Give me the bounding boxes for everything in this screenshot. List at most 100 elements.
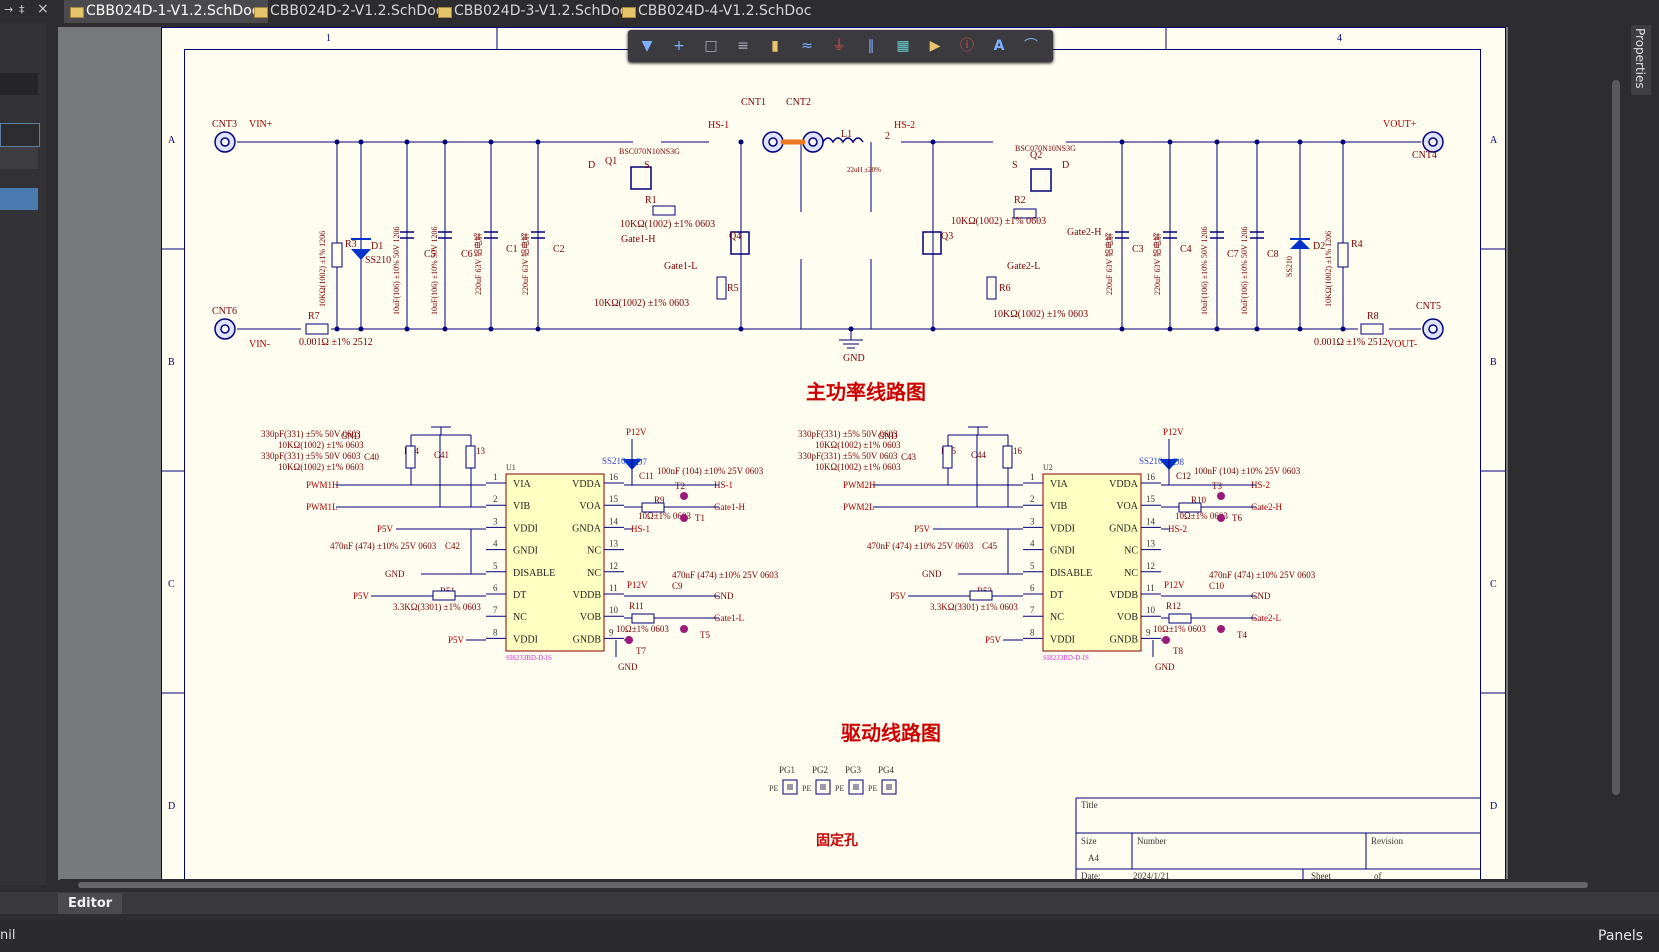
text-icon[interactable]: A	[993, 38, 1005, 54]
zone-row-A: A	[168, 135, 176, 146]
label-c3: C3	[1132, 244, 1144, 255]
ic-pin-name: NC	[1050, 612, 1064, 623]
resistor[interactable]	[969, 590, 993, 601]
label-cap: C44	[971, 450, 987, 460]
testpoint[interactable]	[1217, 492, 1225, 500]
resistor-r4[interactable]	[1337, 242, 1349, 268]
ic-body[interactable]	[1042, 473, 1142, 652]
mosfets[interactable]	[630, 166, 1052, 255]
ic-pin-number: 16	[609, 472, 619, 482]
arc-icon[interactable]: ⌒	[1024, 38, 1038, 54]
left-panel-item[interactable]	[0, 147, 38, 169]
capacitor-bank-left[interactable]	[400, 231, 545, 239]
tab-schdoc-2[interactable]: CBB024D-2-V1.2.SchDoc	[248, 0, 450, 23]
label-gnd: GND	[618, 662, 638, 672]
ic-pin-name: DISABLE	[1050, 568, 1092, 579]
directive-icon[interactable]: ⓘ	[960, 38, 974, 54]
netlabel-p5v: P5V	[985, 635, 1002, 645]
tab-schdoc-3[interactable]: CBB024D-3-V1.2.SchDoc	[432, 0, 634, 23]
schdoc-file-icon	[438, 7, 452, 18]
resistor-r5[interactable]	[716, 276, 727, 300]
cross-icon[interactable]: +	[673, 38, 685, 54]
title-block-revision: Revision	[1371, 836, 1404, 846]
label-res-10r: 10Ω±1% 0603	[616, 624, 669, 634]
schematic-sheet[interactable]: 1 4 A B C D A B C D	[161, 27, 1506, 880]
testpoint[interactable]	[1217, 514, 1225, 522]
wire-icon[interactable]: ≈	[801, 38, 813, 54]
resistor-r3[interactable]	[331, 242, 343, 268]
left-panel-search[interactable]	[0, 73, 38, 95]
ic-pin-number: 12	[1146, 561, 1155, 571]
resistor-r6[interactable]	[986, 276, 997, 300]
connectors[interactable]	[214, 131, 1444, 340]
panel-float-icon[interactable]: →	[4, 3, 14, 16]
netlabel-gate1h: Gate1-H	[621, 234, 655, 245]
panel-pin-icon[interactable]: ‡	[19, 3, 25, 16]
properties-panel-tab[interactable]	[1631, 25, 1651, 95]
label-res-10k: 10KΩ(1002) ±1% 0603	[815, 440, 901, 450]
testpoint[interactable]	[1162, 636, 1170, 644]
title-block-size: Size	[1081, 836, 1097, 846]
align-icon[interactable]: ≡	[737, 38, 749, 54]
label-d1: D1	[371, 241, 383, 252]
left-panel-item[interactable]	[0, 123, 40, 147]
ic-pin-name: VDDA	[572, 479, 602, 490]
editor-tab[interactable]: Editor	[58, 893, 123, 914]
resistor[interactable]	[631, 613, 655, 624]
select-rect-icon[interactable]: □	[704, 38, 718, 54]
tab-schdoc-4[interactable]: CBB024D-4-V1.2.SchDoc	[616, 0, 818, 23]
label-r3: R3	[345, 239, 357, 250]
inductor-l1[interactable]	[822, 137, 864, 144]
label-cnt6: CNT6	[212, 306, 237, 317]
panels-button[interactable]: Panels	[1598, 928, 1644, 944]
resistor[interactable]	[465, 445, 476, 469]
label-r2: R2	[1014, 195, 1026, 206]
port-icon[interactable]: ▶	[929, 38, 941, 54]
resistor[interactable]	[1168, 613, 1192, 624]
resistor[interactable]	[641, 502, 665, 513]
diode-d1[interactable]	[351, 238, 371, 260]
ic-pin-name: GNDB	[1110, 634, 1139, 645]
label-cap-470n: 470nF (474) ±10% 25V 0603	[867, 541, 974, 551]
testpoint[interactable]	[680, 514, 688, 522]
zone-row-A-right: A	[1490, 135, 1498, 146]
properties-tab-label[interactable]: Properties	[1633, 28, 1647, 89]
testpoint[interactable]	[680, 492, 688, 500]
resistor-r1[interactable]	[652, 205, 676, 216]
capacitor-bank-right[interactable]	[1115, 231, 1264, 239]
testpoint[interactable]	[625, 636, 633, 644]
resistor-r8[interactable]	[1360, 323, 1384, 335]
label-cap-330p: 330pF(331) ±5% 50V 0603	[798, 429, 898, 439]
testpoint[interactable]	[680, 625, 688, 633]
left-panel-item-selected[interactable]	[0, 188, 38, 210]
resistor[interactable]	[1002, 445, 1013, 469]
resistor[interactable]	[405, 445, 416, 469]
testpoint[interactable]	[1217, 625, 1225, 633]
sheet-symbol-icon[interactable]: ▦	[896, 38, 910, 54]
vertical-scroll-thumb[interactable]	[1612, 80, 1620, 795]
label-cap: C11	[639, 471, 654, 481]
power-port-icon[interactable]: ⏚	[832, 38, 846, 54]
diode-d2[interactable]	[1290, 238, 1310, 249]
label-gnd: GND	[878, 431, 898, 441]
part-icon[interactable]: ▮	[771, 38, 779, 54]
filter-icon[interactable]: ▼	[641, 38, 653, 54]
tab-schdoc-1[interactable]: CBB024D-1-V1.2.SchDoc	[64, 0, 268, 23]
resistor[interactable]	[1178, 502, 1202, 513]
netlabel-p5v: P5V	[890, 591, 907, 601]
resistor-r2[interactable]	[1013, 208, 1037, 219]
resistor[interactable]	[942, 445, 953, 469]
resistor[interactable]	[432, 590, 456, 601]
ic-pin-number: 7	[493, 605, 498, 615]
panel-close-icon[interactable]: ×	[37, 1, 49, 17]
label-gnd: GND	[843, 353, 865, 364]
ic-pin-name: GNDI	[513, 546, 538, 557]
right-sidebar	[1624, 23, 1659, 929]
bus-icon[interactable]: ∥	[867, 38, 875, 54]
netlabel-gate1l: Gate1-L	[664, 261, 697, 272]
horizontal-scroll-thumb[interactable]	[78, 882, 1588, 888]
resistor-r7[interactable]	[305, 323, 329, 335]
label-q4: Q4	[729, 231, 741, 242]
ic-body[interactable]	[505, 473, 605, 652]
document-tab-bar: → ‡ × CBB024D-1-V1.2.SchDoc CBB024D-2-V1…	[0, 0, 1659, 23]
